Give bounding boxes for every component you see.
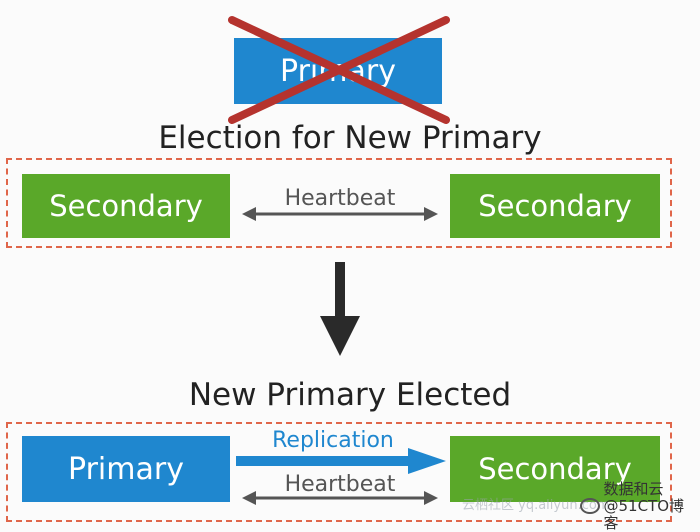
badge-overlay: 数据和云 @51CTO博客 [580, 480, 696, 531]
secondary-left-label: Secondary [49, 189, 203, 223]
transition-down-arrow [320, 262, 360, 356]
site-watermark: 云栖社区 yq.aliyun.com [462, 498, 610, 513]
new-primary-label: Primary [68, 451, 184, 487]
secondary-right-label: Secondary [478, 189, 632, 223]
replication-label: Replication [272, 428, 394, 453]
election-group-frame [6, 158, 672, 248]
secondary-node-right: Secondary [450, 174, 660, 238]
failure-cross-icon [228, 16, 450, 124]
secondary-node-bottom: Secondary [450, 436, 660, 502]
heartbeat-arrow-2 [242, 491, 438, 505]
election-title: Election for New Primary [158, 120, 542, 156]
wechat-icon [580, 498, 600, 514]
replication-arrow [236, 448, 446, 474]
elected-group-frame [6, 422, 672, 522]
heartbeat-label-2: Heartbeat [284, 472, 396, 497]
badge-line-2: @51CTO博客 [603, 496, 685, 532]
heartbeat-arrow-1 [242, 207, 438, 221]
heartbeat-label-1: Heartbeat [284, 186, 396, 211]
secondary-bottom-label: Secondary [478, 452, 632, 486]
new-primary-node: Primary [22, 436, 230, 502]
badge-line-1: 数据和云 [603, 479, 664, 498]
secondary-node-left: Secondary [22, 174, 230, 238]
elected-title: New Primary Elected [188, 377, 512, 413]
